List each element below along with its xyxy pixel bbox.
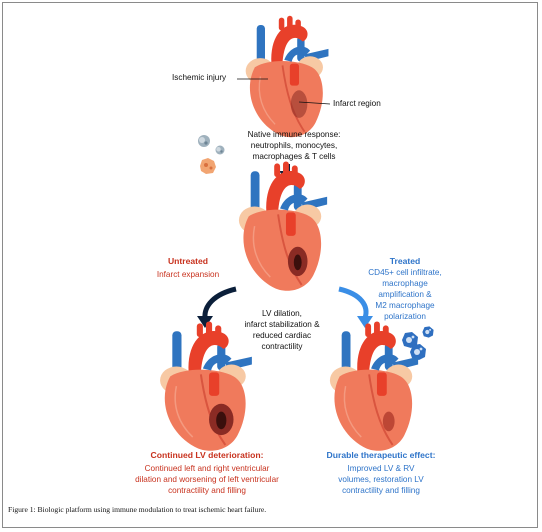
immune-response-line-3: macrophages & T cells [252,152,336,161]
center-outcome-line-3: reduced cardiac [252,331,312,340]
ischemic-injury-label: Ischemic injury [172,73,227,82]
treated-line-5: polarization [384,312,426,321]
figure-frame [2,2,538,528]
treated-arrow-icon [338,286,373,328]
figure-caption: Figure 1: Biologic platform using immune… [8,505,267,514]
untreated-title: Untreated [167,256,209,266]
left-result-line-3: contractility and filling [168,486,246,495]
heart-treated-illustration [328,320,420,452]
heart-center-illustration [237,160,329,292]
immune-cells-icon [198,135,225,174]
immune-response-line-2: neutrophils, monocytes, [250,141,338,150]
untreated-subtitle: Infarct expansion [156,270,220,279]
immune-response-title: Native immune response: [247,130,341,139]
right-result-line-3: contractility and filling [342,486,420,495]
treated-line-1: CD45+ cell infiltrate, [368,268,442,277]
center-outcome-line-2: infarct stabilization & [244,320,320,329]
heart-untreated-illustration [159,320,253,452]
left-result-title: Continued LV deterioration: [150,450,264,460]
untreated-arrow-icon [197,286,237,328]
infarct-region-pointer [298,101,331,105]
macrophage-cells-icon [402,326,434,360]
right-result-line-2: volumes, restoration LV [338,475,424,484]
treated-line-3: amplification & [378,290,432,299]
left-result-line-1: Continued left and right ventricular [144,464,270,473]
right-result-title: Durable therapeutic effect: [326,450,436,460]
right-result-line-1: Improved LV & RV [347,464,415,473]
treated-line-2: macrophage [382,279,428,288]
left-result-line-2: dilation and worsening of left ventricul… [135,475,279,484]
center-outcome-line-4: contractility [261,342,303,351]
heart-top-illustration [244,14,330,139]
center-outcome-line-1: LV dilation, [262,309,302,318]
infarct-region-label: Infarct region [333,99,381,108]
treated-line-4: M2 macrophage [375,301,435,310]
treated-title: Treated [389,256,421,266]
